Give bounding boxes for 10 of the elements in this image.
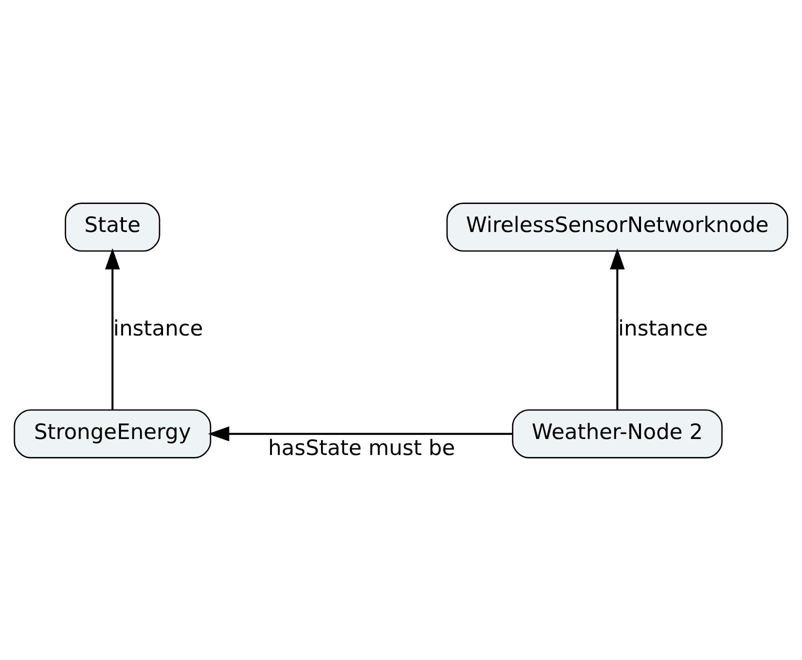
node-box: WirelessSensorNetworknode: [446, 202, 788, 252]
edge-label: instance: [113, 315, 204, 340]
node-box: State: [64, 202, 160, 252]
arrow: [208, 426, 512, 441]
arrow: [610, 248, 625, 410]
edge-label: hasState must be: [268, 434, 456, 460]
node-box: StrongeEnergy: [14, 408, 212, 458]
node-box: Weather-Node 2: [512, 408, 723, 458]
edge-label: instance: [618, 315, 708, 340]
arrow: [105, 248, 120, 410]
